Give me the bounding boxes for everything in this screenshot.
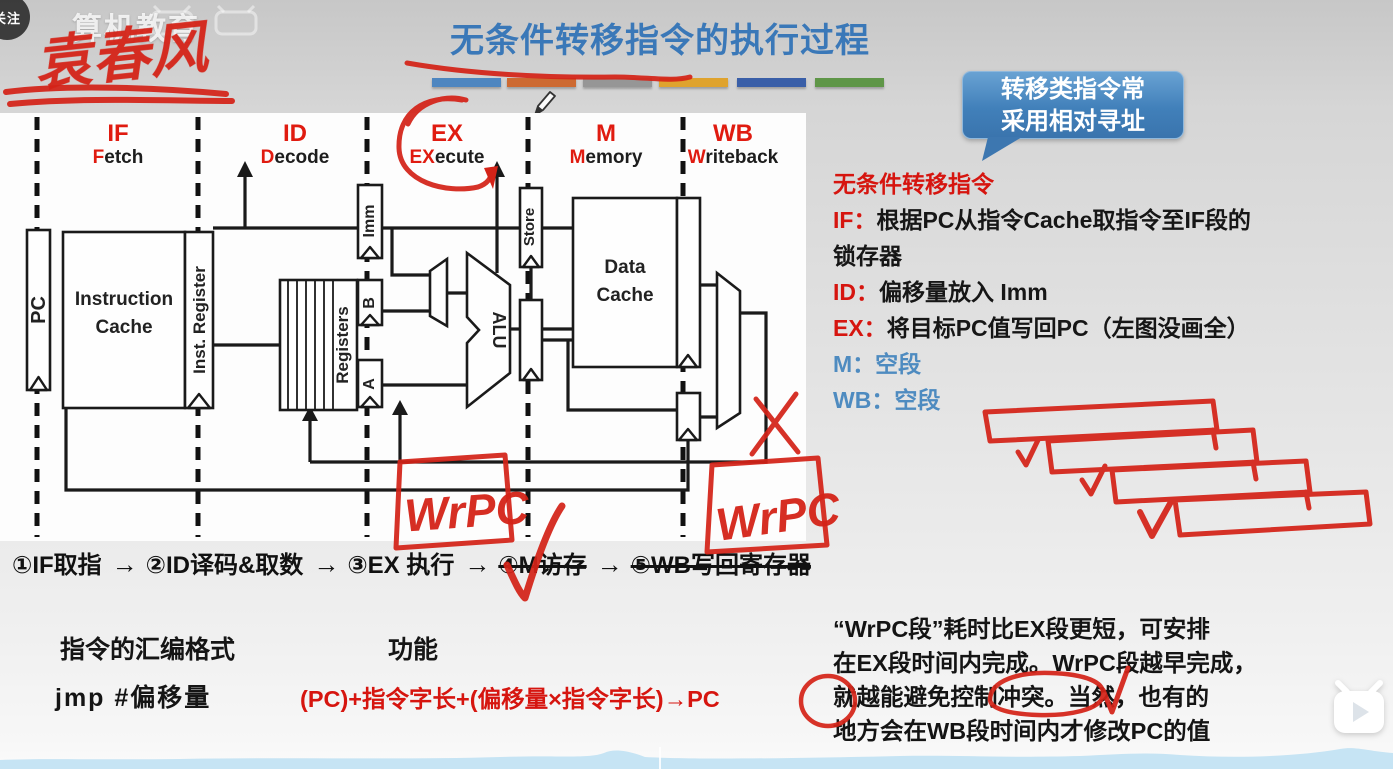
assembly-example: jmp #偏移量 (55, 684, 212, 712)
pipeline-flow-line: ①IF取指 → ②ID译码&取数 → ③EX 执行 → ④M访存 → ⑤WB写回寄存器 (12, 545, 1012, 580)
flow-step-id: ②ID译码&取数 (145, 552, 304, 579)
flow-arrow: → (464, 549, 491, 579)
stage-abbr-id: ID (283, 120, 307, 147)
data-cache-box (571, 196, 679, 369)
instruction-cache-box (61, 230, 187, 410)
function-formula: (PC)+指令字长+(偏移量×指令字长)→PC (300, 686, 720, 712)
accent-bar (507, 78, 576, 87)
flow-arrow: → (596, 549, 623, 579)
icache-label-1: Instruction (75, 289, 173, 310)
stage-abbr-ex: EX (431, 120, 463, 147)
block-labels: PC Instruction Cache Inst. Register Regi… (28, 205, 654, 390)
clock-chevrons (28, 245, 699, 442)
stage-name-ex: EXecute (410, 147, 485, 168)
accent-bar (737, 78, 806, 87)
b-latch-label: B (361, 297, 378, 309)
callout-bubble: 转移类指令常 采用相对寻址 (962, 71, 1184, 139)
stage-abbr-m: M (596, 120, 616, 147)
a-latch-label: A (361, 378, 378, 390)
inst-register-label: Inst. Register (190, 266, 209, 374)
note-m: M：空段 (833, 351, 922, 377)
stair-connector (1250, 459, 1259, 482)
stair-checkmark (1015, 437, 1041, 468)
accent-bar (583, 78, 652, 87)
stair-checkmark (1079, 463, 1108, 497)
follow-button-label: 关注 (0, 10, 21, 26)
stage-name-wb: Writeback (688, 147, 779, 168)
flow-step-if: ①IF取指 (12, 552, 102, 579)
stage-name-id: Decode (261, 147, 330, 168)
assembly-format-header: 指令的汇编格式 (60, 636, 236, 664)
wrpc-line-2: 在EX段时间内完成。WrPC段越早完成， (833, 650, 1257, 676)
accent-bar (432, 78, 501, 87)
stair-connector (1303, 489, 1312, 511)
stair-bar-3 (1109, 458, 1313, 505)
instruction-register-box (183, 230, 215, 410)
stage-notes: 无条件转移指令 IF：根据PC从指令Cache取指令至IF段的 锁存器 ID：偏… (833, 166, 1393, 418)
flow-arrow: → (313, 549, 340, 579)
flow-arrow: → (111, 549, 138, 579)
note-if: IF：根据PC从指令Cache取指令至IF段的 (833, 207, 1251, 233)
alu-label: ALU (489, 312, 509, 349)
callout-line1: 转移类指令常 (1001, 76, 1145, 103)
operand-mux (428, 256, 449, 329)
pipeline-diagram: PC Instruction Cache Inst. Register Regi… (25, 117, 779, 537)
signature-underline (7, 96, 235, 107)
note-ex: EX：将目标PC值写回PC（左图没画全） (833, 315, 1250, 341)
note-if-cont: 锁存器 (833, 243, 902, 269)
play-button[interactable] (1330, 680, 1388, 742)
notes-heading: 无条件转移指令 (833, 171, 994, 197)
registers-label: Registers (333, 306, 352, 383)
function-header: 功能 (388, 636, 439, 664)
stair-bar-4 (1172, 489, 1373, 538)
dcache-label-1: Data (604, 257, 646, 278)
flow-step-wb: ⑤WB写回寄存器 (630, 552, 811, 579)
title-underline (404, 60, 693, 82)
register-file-stripes (287, 280, 334, 410)
store-label: Store (521, 208, 538, 246)
signature-underline (3, 84, 229, 97)
channel-watermark: 算机教育 (72, 13, 200, 46)
alu-shape (465, 250, 512, 410)
stage-abbr-if: IF (107, 120, 128, 147)
accent-bar (659, 78, 728, 87)
imm-label: Imm (361, 205, 378, 238)
callout-tail (982, 137, 1022, 161)
note-id: ID：偏移量放入 Imm (833, 279, 1048, 305)
wrpc-line-1: “WrPC段”耗时比EX段更短，可安排 (833, 616, 1210, 642)
stair-connector (1210, 427, 1219, 451)
wrpc-line-3: 就越能避免控制冲突。当然，也有的 (833, 684, 1209, 710)
note-wb: WB：空段 (833, 387, 941, 413)
stair-bar-2 (1045, 427, 1260, 475)
stage-name-if: Fetch (93, 147, 144, 168)
register-file-box (278, 278, 359, 412)
dcache-out-latch-box (675, 196, 702, 369)
wrpc-explanation: “WrPC段”耗时比EX段更短，可安排 在EX段时间内完成。WrPC段越早完成，… (833, 612, 1393, 748)
pc-label: PC (28, 296, 50, 324)
writeback-mux (715, 270, 742, 431)
stage-name-m: Memory (570, 147, 643, 168)
flow-step-m: ④M访存 (498, 552, 587, 579)
icache-label-2: Cache (95, 317, 152, 338)
follow-button[interactable]: 关注 (0, 0, 30, 40)
accent-bar (815, 78, 884, 87)
flow-step-ex: ③EX 执行 (347, 552, 455, 579)
stage-abbr-wb: WB (713, 120, 753, 147)
slide-title: 无条件转移指令的执行过程 (450, 22, 870, 60)
stair-checkmark (1137, 497, 1175, 539)
wrpc-line-4: 地方会在WB段时间内才修改PC的值 (833, 718, 1211, 744)
callout-line2: 采用相对寻址 (1001, 108, 1145, 135)
dcache-label-2: Cache (596, 285, 653, 306)
play-icon (1334, 680, 1384, 733)
datapath-blocks (25, 183, 742, 442)
